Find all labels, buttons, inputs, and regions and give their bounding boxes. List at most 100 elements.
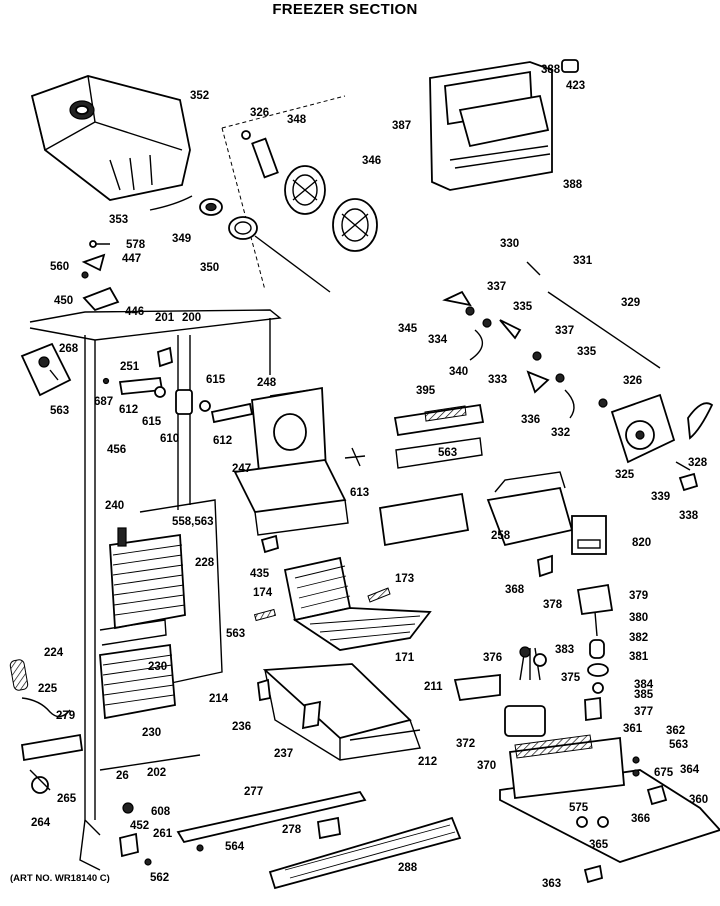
callout-337: 337 bbox=[487, 281, 506, 293]
callout-380: 380 bbox=[629, 612, 648, 624]
callout-615: 615 bbox=[206, 374, 226, 386]
callout-612: 612 bbox=[213, 435, 232, 447]
callout-446: 446 bbox=[125, 306, 144, 318]
callout-375: 375 bbox=[561, 672, 581, 684]
dispenser-base-360-drawing bbox=[453, 673, 720, 884]
callout-26: 26 bbox=[116, 770, 129, 782]
callout-388: 388 bbox=[563, 179, 583, 191]
callout-335: 335 bbox=[513, 301, 533, 313]
callout-236: 236 bbox=[232, 721, 251, 733]
callout-331: 331 bbox=[573, 255, 593, 267]
callout-228: 228 bbox=[195, 557, 215, 569]
callout-335: 335 bbox=[577, 346, 597, 358]
art-number: (ART NO. WR18140 C) bbox=[10, 873, 110, 884]
callout-264: 264 bbox=[31, 817, 51, 829]
callout-362: 362 bbox=[666, 725, 685, 737]
callout-612: 612 bbox=[119, 404, 138, 416]
fan-housing-248-247-drawing bbox=[233, 386, 366, 536]
callout-214: 214 bbox=[209, 693, 229, 705]
callout-346: 346 bbox=[362, 155, 381, 167]
callout-247: 247 bbox=[232, 463, 251, 475]
auger-motor-325-drawing bbox=[610, 393, 714, 492]
callout-613: 613 bbox=[350, 487, 369, 499]
callout-329: 329 bbox=[621, 297, 640, 309]
dispenser-parts-drawing bbox=[519, 554, 614, 722]
callout-383: 383 bbox=[555, 644, 574, 656]
callout-365: 365 bbox=[589, 839, 609, 851]
callout-348: 348 bbox=[287, 114, 307, 126]
callout-423: 423 bbox=[566, 80, 585, 92]
callout-279: 279 bbox=[56, 710, 75, 722]
callout-563: 563 bbox=[669, 739, 688, 751]
callout-200: 200 bbox=[182, 312, 201, 324]
callout-258: 258 bbox=[491, 530, 511, 542]
callout-385: 385 bbox=[634, 689, 654, 701]
callout-381: 381 bbox=[629, 651, 649, 663]
callout-450: 450 bbox=[54, 295, 73, 307]
dispenser-chute-387-drawing bbox=[429, 59, 579, 191]
callout-564: 564 bbox=[225, 841, 245, 853]
callout-332: 332 bbox=[551, 427, 570, 439]
bracket-395-drawing bbox=[393, 403, 485, 469]
callout-370: 370 bbox=[477, 760, 496, 772]
upper-left-hardware-drawing bbox=[81, 240, 120, 312]
callout-447: 447 bbox=[122, 253, 141, 265]
callout-171: 171 bbox=[395, 652, 415, 664]
callout-820: 820 bbox=[632, 537, 651, 549]
callout-339: 339 bbox=[651, 491, 670, 503]
base-rails-drawing bbox=[99, 754, 462, 890]
callout-277: 277 bbox=[244, 786, 263, 798]
callout-615: 615 bbox=[142, 416, 162, 428]
callout-387: 387 bbox=[392, 120, 411, 132]
freezer-basket-171-drawing bbox=[253, 534, 432, 651]
callout-325: 325 bbox=[615, 469, 635, 481]
callout-345: 345 bbox=[398, 323, 418, 335]
callout-326: 326 bbox=[250, 107, 269, 119]
callout-328: 328 bbox=[688, 457, 708, 469]
callout-560: 560 bbox=[50, 261, 69, 273]
callout-240: 240 bbox=[105, 500, 124, 512]
dispenser-linkage-drawing bbox=[442, 261, 661, 419]
callout-675: 675 bbox=[654, 767, 674, 779]
callout-173: 173 bbox=[395, 573, 414, 585]
callout-435: 435 bbox=[250, 568, 270, 580]
callout-labels: 352 326 348 346 388 423 387 388 353 349 … bbox=[31, 64, 708, 890]
callout-326: 326 bbox=[623, 375, 642, 387]
callout-376: 376 bbox=[483, 652, 502, 664]
callout-363: 363 bbox=[542, 878, 561, 890]
callout-333: 333 bbox=[488, 374, 507, 386]
callout-687: 687 bbox=[94, 396, 113, 408]
callout-349: 349 bbox=[172, 233, 191, 245]
callout-278: 278 bbox=[282, 824, 302, 836]
callout-174: 174 bbox=[253, 587, 273, 599]
callout-352: 352 bbox=[190, 90, 209, 102]
page-title: FREEZER SECTION bbox=[272, 1, 418, 18]
callout-268: 268 bbox=[59, 343, 79, 355]
callout-456: 456 bbox=[107, 444, 126, 456]
auger-motor-parts-drawing bbox=[199, 95, 378, 293]
callout-230: 230 bbox=[148, 661, 167, 673]
callout-337: 337 bbox=[555, 325, 574, 337]
callout-377: 377 bbox=[634, 706, 653, 718]
callout-368: 368 bbox=[505, 584, 525, 596]
callout-340: 340 bbox=[449, 366, 468, 378]
callout-452: 452 bbox=[130, 820, 149, 832]
callout-360: 360 bbox=[689, 794, 708, 806]
ice-tray-211-drawing bbox=[257, 663, 421, 761]
evaporator-228-drawing bbox=[99, 499, 223, 720]
callout-379: 379 bbox=[629, 590, 648, 602]
icemaker-820-drawing bbox=[378, 471, 607, 555]
freezer-liner-456-drawing bbox=[29, 309, 282, 871]
callout-248: 248 bbox=[257, 377, 277, 389]
callout-237: 237 bbox=[274, 748, 293, 760]
callout-353: 353 bbox=[109, 214, 128, 226]
callout-330: 330 bbox=[500, 238, 519, 250]
callout-378: 378 bbox=[543, 599, 563, 611]
callout-372: 372 bbox=[456, 738, 475, 750]
light-housing-268-drawing bbox=[20, 342, 72, 397]
callout-230: 230 bbox=[142, 727, 161, 739]
callout-563: 563 bbox=[438, 447, 457, 459]
thermostat-control-parts-drawing bbox=[102, 346, 254, 424]
